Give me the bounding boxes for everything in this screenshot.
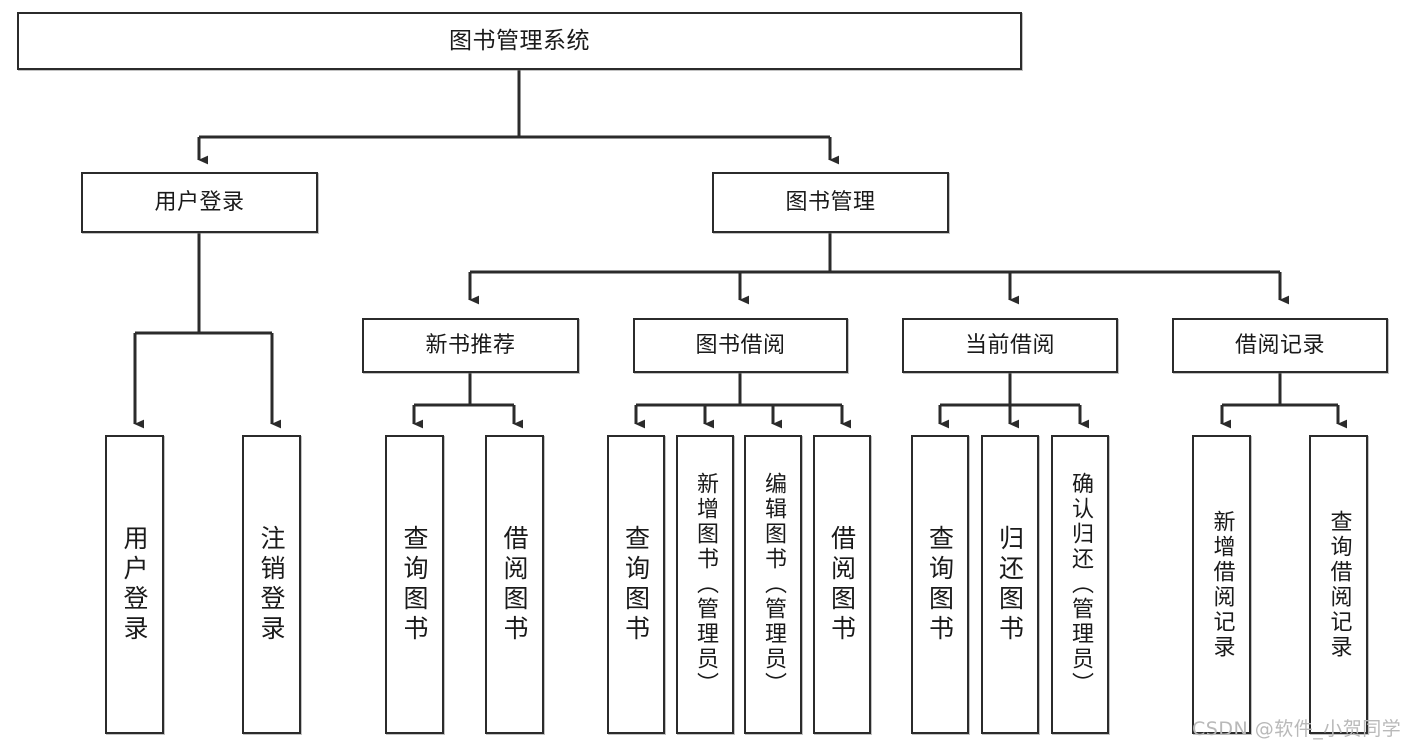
node-label: 借阅图书 — [500, 524, 529, 645]
node-label: 新增借阅记录 — [1209, 509, 1235, 660]
leaf-query-book-recommend[interactable]: 查询图书 — [385, 435, 444, 734]
node-label: 借阅图书 — [827, 524, 857, 645]
leaf-edit-book[interactable]: 编辑图书（管理员） — [744, 435, 802, 734]
node-label: 用户登录 — [154, 189, 245, 215]
node-borrow-record[interactable]: 借阅记录 — [1172, 318, 1388, 373]
node-label: 确认归还（管理员） — [1068, 472, 1093, 697]
node-label: 查询图书 — [621, 524, 651, 645]
leaf-query-book-borrow[interactable]: 查询图书 — [607, 435, 665, 734]
node-new-book-recommend[interactable]: 新书推荐 — [362, 318, 579, 373]
node-user-login[interactable]: 用户登录 — [81, 172, 318, 233]
node-label: 当前借阅 — [964, 332, 1055, 358]
leaf-add-book[interactable]: 新增图书（管理员） — [676, 435, 734, 734]
node-root-book-management-system[interactable]: 图书管理系统 — [17, 12, 1022, 70]
leaf-logout-login[interactable]: 注销登录 — [242, 435, 301, 734]
node-label: 查询借阅记录 — [1326, 509, 1352, 660]
watermark-text: CSDN @软件_小贺同学 — [1192, 718, 1402, 740]
leaf-user-login[interactable]: 用户登录 — [105, 435, 164, 734]
leaf-borrow-book[interactable]: 借阅图书 — [813, 435, 871, 734]
leaf-borrow-book-recommend[interactable]: 借阅图书 — [485, 435, 544, 734]
node-label: 图书借阅 — [695, 332, 786, 358]
node-label: 编辑图书（管理员） — [761, 472, 786, 697]
leaf-add-borrow-record[interactable]: 新增借阅记录 — [1192, 435, 1251, 734]
node-label: 借阅记录 — [1234, 332, 1325, 358]
node-label: 归还图书 — [995, 524, 1025, 645]
leaf-query-borrow-record[interactable]: 查询借阅记录 — [1309, 435, 1368, 734]
leaf-query-book-current[interactable]: 查询图书 — [911, 435, 969, 734]
node-current-borrow[interactable]: 当前借阅 — [902, 318, 1118, 373]
node-label: 注销登录 — [257, 524, 286, 645]
node-book-management[interactable]: 图书管理 — [712, 172, 949, 233]
leaf-return-book[interactable]: 归还图书 — [981, 435, 1039, 734]
node-label: 用户登录 — [120, 524, 149, 645]
node-label: 图书管理系统 — [449, 27, 590, 54]
node-label: 新书推荐 — [425, 332, 516, 358]
node-label: 查询图书 — [925, 524, 955, 645]
leaf-confirm-return[interactable]: 确认归还（管理员） — [1051, 435, 1109, 734]
node-label: 查询图书 — [400, 524, 429, 645]
node-label: 新增图书（管理员） — [693, 472, 718, 697]
node-book-borrow[interactable]: 图书借阅 — [633, 318, 848, 373]
node-label: 图书管理 — [785, 189, 876, 215]
